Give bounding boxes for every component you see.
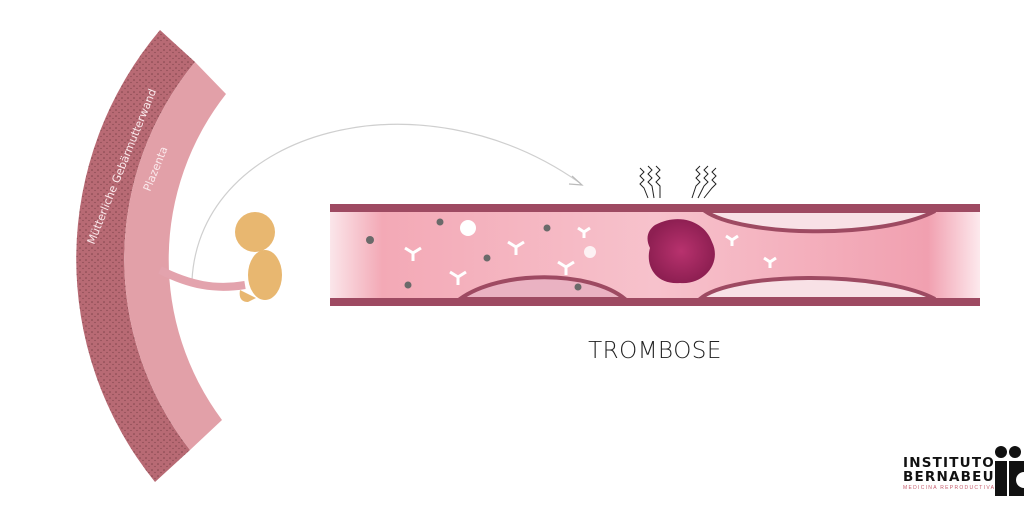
logo-line2: BERNABEU (903, 469, 995, 485)
logo-line1: INSTITUTO (903, 455, 995, 471)
logo: INSTITUTO BERNABEU MEDICINA REPRODUCTIVA (903, 456, 995, 491)
plaque-bottom (453, 275, 631, 301)
logo-mark-icon (995, 446, 1024, 496)
logo-line3: MEDICINA REPRODUCTIVA (903, 485, 996, 491)
placenta (124, 62, 226, 450)
connector-arrow (191, 123, 581, 281)
umbilical-cord (158, 266, 246, 291)
blood-clot (647, 219, 715, 284)
plaque-bottom-right (694, 276, 936, 301)
pressure-arrows-icon (639, 165, 717, 199)
blood-vessel (330, 204, 980, 306)
fetus-icon (235, 212, 282, 302)
plaque-top-right (698, 209, 936, 234)
diagram-title: TROMBOSE (588, 338, 722, 364)
